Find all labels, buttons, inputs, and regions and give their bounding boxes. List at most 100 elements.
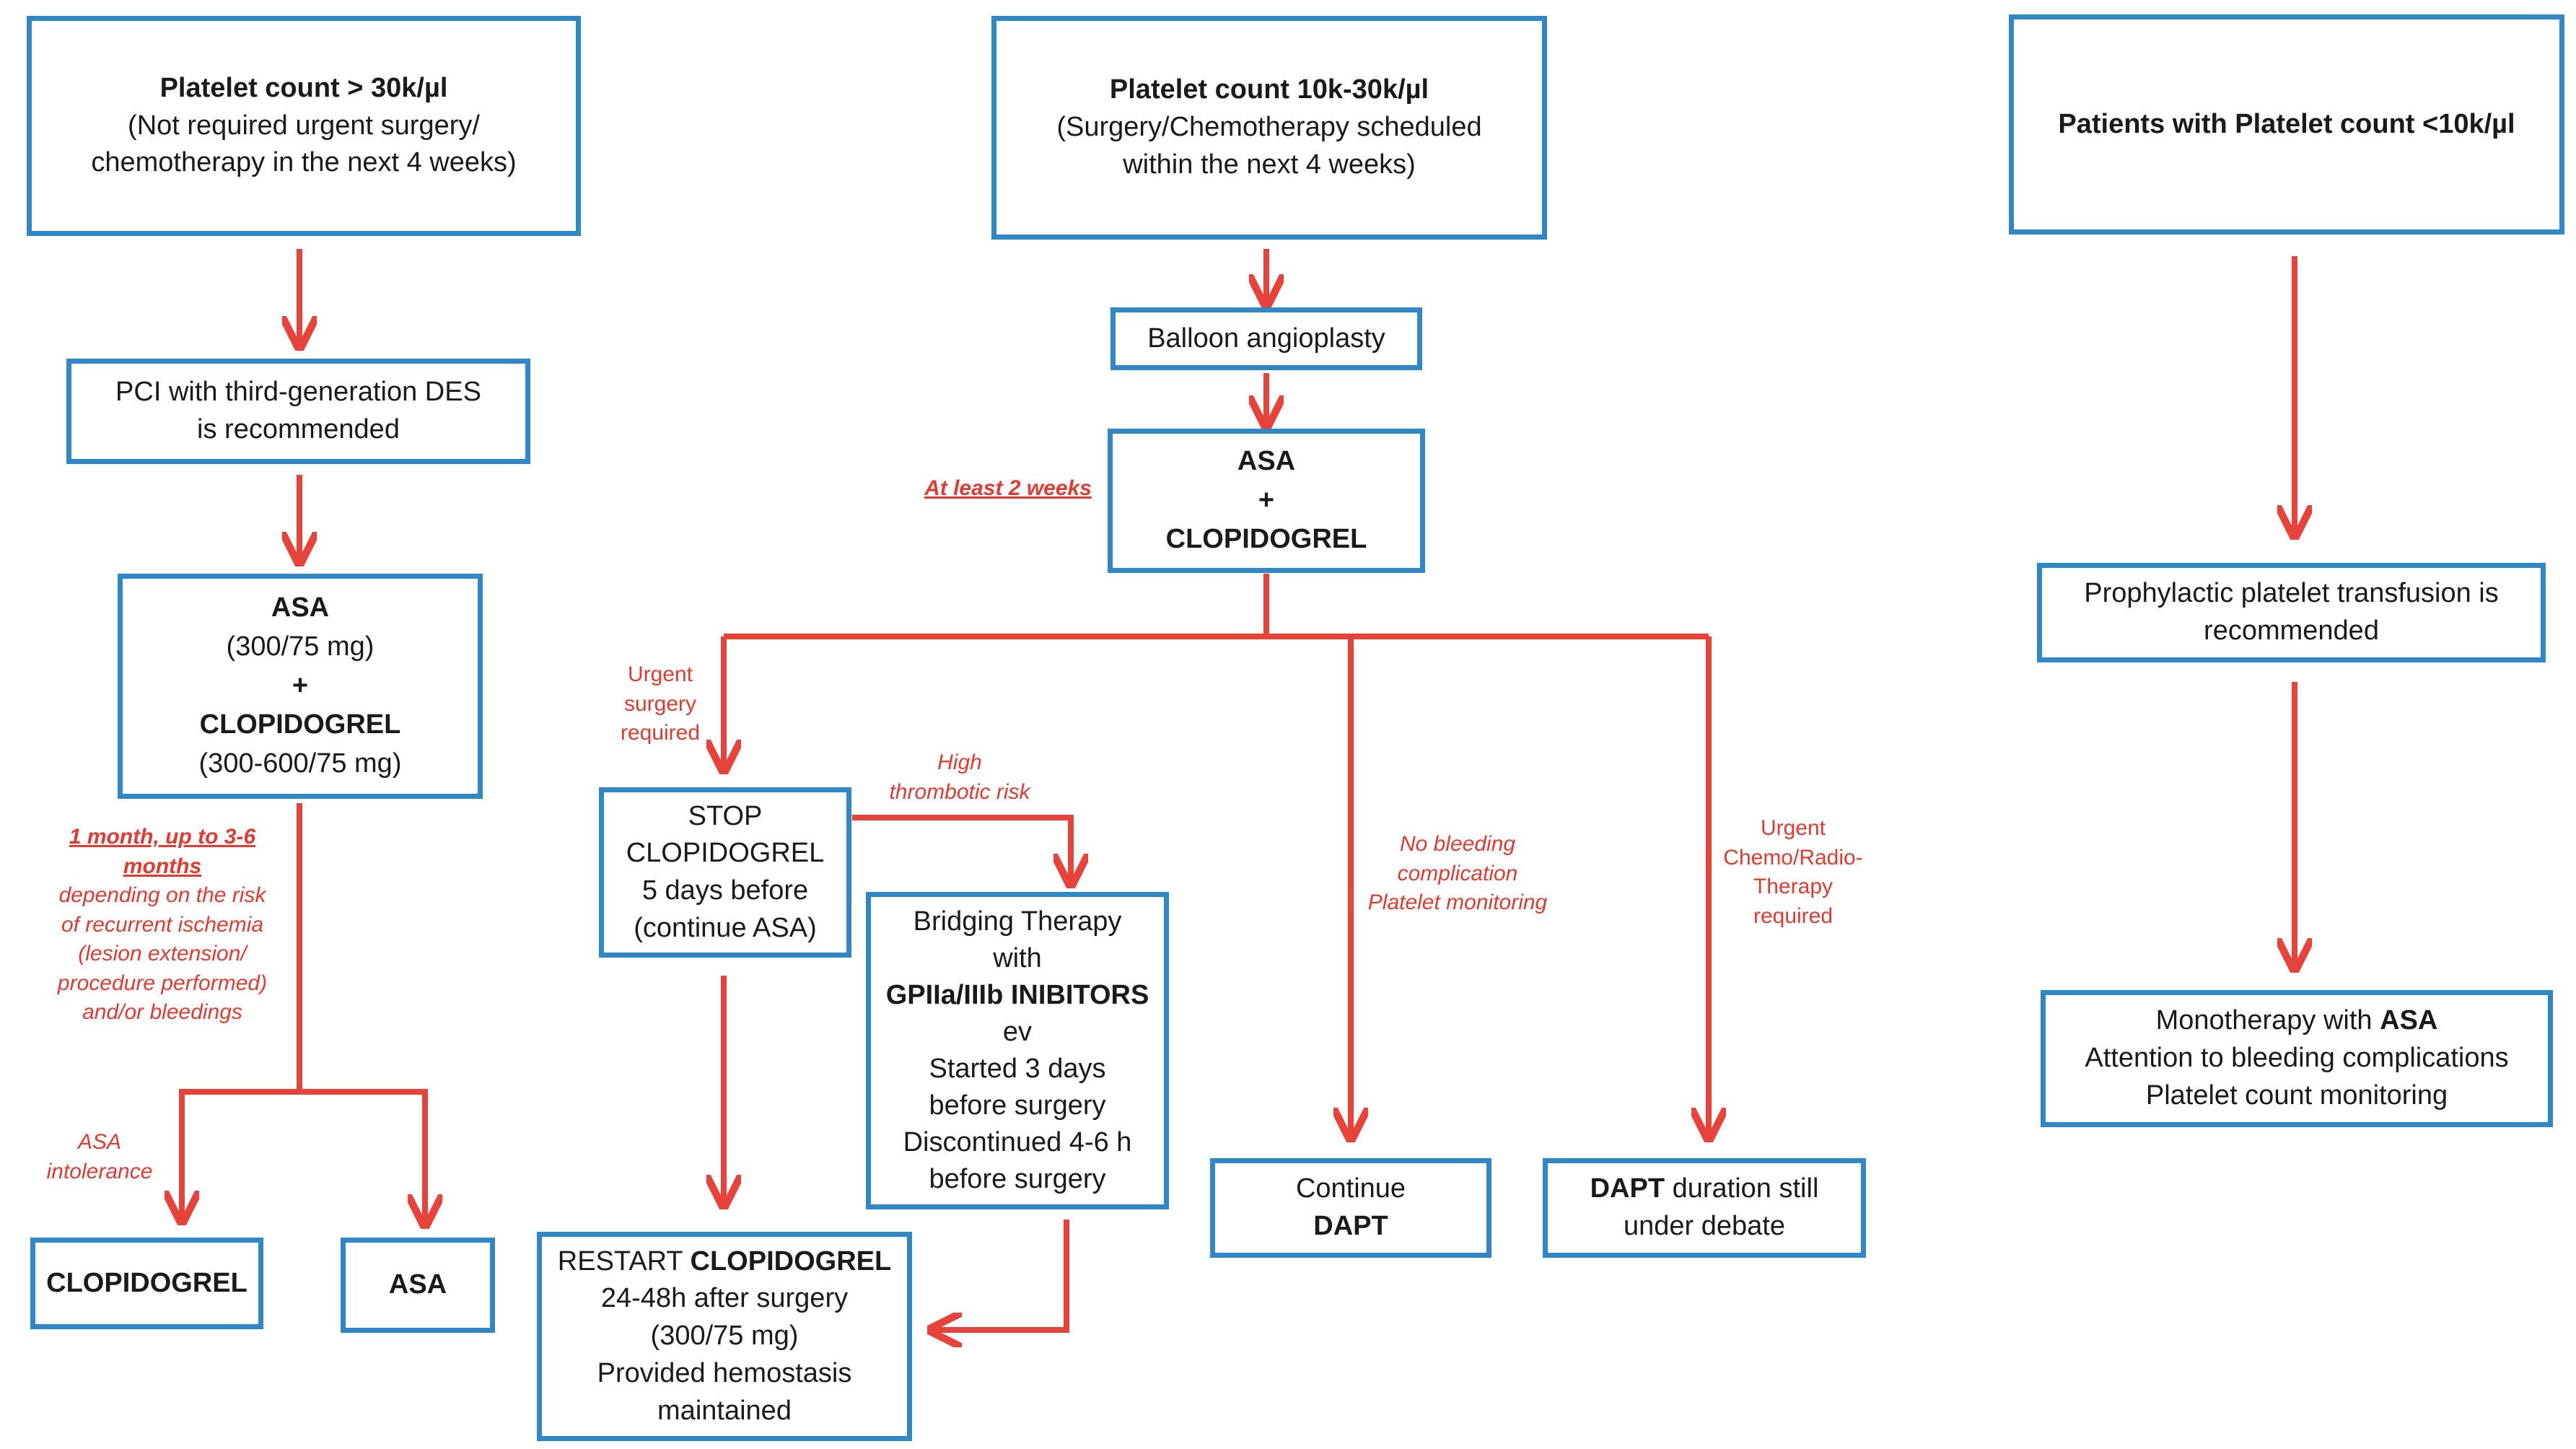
- note-asa-intolerance: ASA intolerance: [27, 1128, 172, 1186]
- box-platelet-over-30k: Platelet count > 30k/µl (Not required ur…: [27, 16, 581, 236]
- note-bleeding-line: Platelet monitoring: [1367, 890, 1548, 914]
- mono-prefix: Monotherapy with: [2155, 1005, 2380, 1036]
- note-urgent-line: Urgent: [627, 662, 693, 686]
- box-title: Patients with Platelet count <10k/µl: [2058, 108, 2515, 139]
- box-text-line: (continue ASA): [634, 912, 817, 943]
- drug-clopidogrel: CLOPIDOGREL: [690, 1246, 892, 1277]
- note-duration-line: procedure performed): [57, 971, 268, 995]
- box-platelet-under-10k: Patients with Platelet count <10k/µl: [2009, 14, 2564, 235]
- box-restart-clopidogrel: RESTART CLOPIDOGREL 24-48h after surgery…: [537, 1232, 912, 1441]
- note-risk-line: High: [937, 750, 982, 774]
- box-text-line: (Surgery/Chemotherapy scheduled: [1056, 112, 1482, 143]
- note-bleeding-line: No bleeding: [1399, 832, 1516, 856]
- note-duration-line: 1 month, up to 3-6: [69, 825, 256, 849]
- note-duration-line: (lesion extension/: [78, 942, 247, 966]
- box-text-line: Started 3 days: [929, 1054, 1106, 1084]
- note-duration-line: and/or bleedings: [82, 1000, 242, 1024]
- note-urgent-line: surgery: [623, 691, 697, 716]
- dose-asa: (300/75 mg): [226, 631, 374, 662]
- box-text-line: maintained: [657, 1395, 792, 1426]
- box-text-line: 24-48h after surgery: [600, 1283, 849, 1314]
- box-text-line: ev: [1002, 1017, 1033, 1048]
- box-text-line: before surgery: [929, 1090, 1106, 1121]
- note-duration-line: of recurrent ischemia: [61, 912, 264, 937]
- box-title: Platelet count 10k-30k/µl: [1109, 74, 1429, 105]
- box-text-line: RESTART CLOPIDOGREL: [558, 1243, 891, 1281]
- box-text-line: is recommended: [197, 414, 400, 445]
- box-clopidogrel-mono: CLOPIDOGREL: [30, 1238, 263, 1329]
- box-text-line: Platelet count monitoring: [2145, 1080, 2448, 1111]
- box-text-line: chemotherapy in the next 4 weeks): [91, 147, 517, 178]
- box-asa-monotherapy: Monotherapy with ASA Attention to bleedi…: [2041, 990, 2553, 1127]
- box-continue-dapt: Continue DAPT: [1210, 1158, 1491, 1258]
- box-text-line: DAPT duration still: [1590, 1170, 1819, 1208]
- note-at-least-2-weeks: At least 2 weeks: [911, 474, 1105, 504]
- drug-dapt: DAPT: [1313, 1211, 1388, 1241]
- arrow-c2-bridging-to-restart: [933, 1220, 1069, 1330]
- note-urgent-surgery: Urgent surgery required: [599, 660, 722, 748]
- box-text-line: under debate: [1624, 1211, 1785, 1241]
- note-high-thrombotic-risk: High thrombotic risk: [862, 748, 1057, 807]
- box-text-line: (300/75 mg): [650, 1321, 799, 1352]
- dose-clopidogrel: (300-600/75 mg): [198, 748, 402, 779]
- drug-asa: ASA: [1237, 446, 1296, 477]
- box-title: Platelet count > 30k/µl: [159, 72, 448, 103]
- box-platelet-10k-30k: Platelet count 10k-30k/µl (Surgery/Chemo…: [991, 16, 1547, 240]
- arrow-c1-to-asa: [299, 1089, 425, 1223]
- box-dapt-duration-debate: DAPT duration still under debate: [1543, 1158, 1866, 1258]
- drug-clopidogrel: CLOPIDOGREL: [46, 1267, 247, 1298]
- box-text-line: (Not required urgent surgery/: [128, 110, 480, 141]
- box-text-line: Attention to bleeding complications: [2085, 1043, 2509, 1074]
- note-chemo-line: Urgent: [1760, 816, 1826, 840]
- drug-asa: ASA: [388, 1269, 447, 1300]
- note-urgent-chemo: Urgent Chemo/Radio- Therapy required: [1710, 814, 1876, 931]
- box-text-line: Continue: [1295, 1173, 1406, 1204]
- box-text-line: Prophylactic platelet transfusion is: [2084, 578, 2499, 609]
- drug-gp-inhibitors: GPIIa/IIIb INIBITORS: [885, 980, 1149, 1011]
- note-duration-line: depending on the risk: [58, 883, 266, 907]
- note-bleeding-line: complication: [1397, 861, 1518, 885]
- note-urgent-line: required: [620, 721, 701, 745]
- box-platelet-transfusion: Prophylactic platelet transfusion is rec…: [2037, 563, 2546, 662]
- box-text-line: within the next 4 weeks): [1123, 149, 1416, 180]
- drug-asa: ASA: [271, 592, 330, 623]
- box-text-line: STOP: [688, 800, 763, 831]
- note-chemo-line: required: [1753, 903, 1834, 928]
- box-text-line: PCI with third-generation DES: [115, 377, 481, 408]
- note-weeks-line: At least 2 weeks: [924, 476, 1092, 500]
- box-asa-clopidogrel-loading: ASA (300/75 mg) + CLOPIDOGREL (300-600/7…: [118, 574, 483, 799]
- restart-prefix: RESTART: [557, 1246, 691, 1277]
- note-duration-line: months: [123, 854, 202, 878]
- plus-sign: +: [292, 670, 309, 701]
- drug-dapt: DAPT: [1590, 1173, 1665, 1204]
- box-text-line: Balloon angioplasty: [1147, 323, 1385, 354]
- note-no-bleeding: No bleeding complication Platelet monito…: [1349, 830, 1566, 918]
- box-pci-des: PCI with third-generation DES is recomme…: [66, 359, 530, 464]
- box-asa-mono: ASA: [341, 1238, 495, 1333]
- box-stop-clopidogrel: STOP CLOPIDOGREL 5 days before (continue…: [599, 787, 851, 958]
- drug-clopidogrel: CLOPIDOGREL: [199, 709, 401, 740]
- arrow-c1-to-clopidogrel: [182, 1089, 299, 1220]
- box-bridging-therapy: Bridging Therapy with GPIIa/IIIb INIBITO…: [866, 892, 1169, 1209]
- note-chemo-line: Chemo/Radio-: [1723, 845, 1863, 870]
- note-chemo-line: Therapy: [1753, 875, 1834, 898]
- drug-clopidogrel: CLOPIDOGREL: [1165, 523, 1367, 554]
- debate-rest: duration still: [1665, 1173, 1819, 1204]
- box-text-line: Monotherapy with ASA: [2156, 1002, 2438, 1040]
- box-balloon-angioplasty: Balloon angioplasty: [1110, 307, 1422, 370]
- box-text-line: Discontinued 4-6 h: [903, 1126, 1132, 1157]
- plus-sign: +: [1258, 485, 1275, 516]
- note-dapt-duration: 1 month, up to 3-6 months depending on t…: [29, 823, 296, 1028]
- note-risk-line: thrombotic risk: [889, 779, 1030, 804]
- note-intolerance-line: intolerance: [46, 1159, 153, 1183]
- box-text-line: 5 days before: [641, 875, 809, 906]
- box-text-line: recommended: [2204, 616, 2379, 646]
- box-asa-clopidogrel: ASA + CLOPIDOGREL: [1108, 429, 1425, 573]
- box-text-line: with: [993, 943, 1042, 974]
- box-text-line: Bridging Therapy: [913, 906, 1122, 937]
- arrow-c2-stop-to-bridging: [852, 815, 1071, 883]
- box-text-line: before surgery: [929, 1163, 1106, 1194]
- note-intolerance-line: ASA: [77, 1130, 122, 1154]
- drug-asa: ASA: [2380, 1005, 2438, 1036]
